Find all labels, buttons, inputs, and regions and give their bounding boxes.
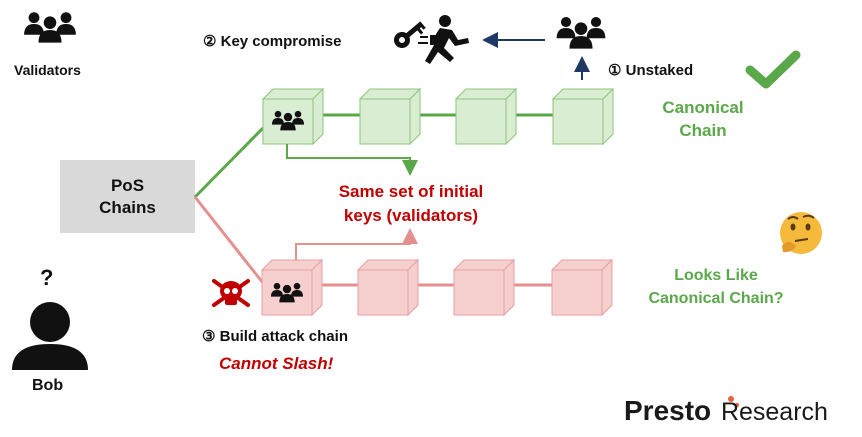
same-keys-line-1: Same set of initial <box>338 182 484 201</box>
validators-label: Validators <box>14 62 81 78</box>
key-compromise-label: ② Key compromise <box>203 33 342 50</box>
canonical-block-3 <box>454 87 518 146</box>
attack-block-2 <box>356 258 420 317</box>
presto-logo-mark <box>728 396 739 407</box>
branch-green-line <box>193 126 265 199</box>
attack-block-4 <box>550 258 614 317</box>
canonical-block-2 <box>358 87 422 146</box>
canonical-chain-blocks <box>261 87 615 146</box>
thinking-face-icon <box>780 212 822 254</box>
person-icon <box>12 302 88 370</box>
green-to-keys-arrow <box>286 144 418 176</box>
cannot-slash-label: Cannot Slash! <box>219 354 334 373</box>
pos-line-1: PoS <box>110 176 145 195</box>
validators-group-icon <box>24 12 76 43</box>
question-mark: ? <box>40 265 54 290</box>
key-icon <box>394 21 426 48</box>
logo-suffix: Research <box>720 398 828 426</box>
checkmark-icon <box>745 50 801 89</box>
running-man-icon <box>418 15 469 64</box>
looks-like-canonical-label: Looks Like Canonical Chain? <box>626 264 806 310</box>
unstaked-label: ① Unstaked <box>608 62 694 79</box>
logo-brand: Presto <box>624 395 712 426</box>
canonical-block-1 <box>261 87 325 146</box>
build-attack-label: ③ Build attack chain <box>202 328 348 345</box>
skull-crossbones-icon <box>212 279 250 307</box>
presto-logo: Presto Research <box>624 395 828 427</box>
red-to-keys-arrow <box>295 228 418 260</box>
canonical-line-1: Canonical <box>662 98 744 117</box>
pos-chains-box <box>60 160 195 233</box>
pos-line-2: Chains <box>99 198 156 217</box>
canonical-block-4 <box>551 87 615 146</box>
bob-label: Bob <box>32 377 64 394</box>
validators-group-icon <box>556 16 606 49</box>
same-keys-line-2: keys (validators) <box>343 206 479 225</box>
looks-like-line-1: Looks Like <box>674 267 758 284</box>
pos-chains-label: PoS Chains <box>60 175 195 219</box>
same-keys-label: Same set of initial keys (validators) <box>316 180 506 228</box>
canonical-chain-label: Canonical Chain <box>648 96 758 142</box>
looks-like-line-2: Canonical Chain? <box>648 290 784 307</box>
canonical-line-2: Chain <box>679 121 727 140</box>
branch-red-line <box>193 196 265 284</box>
attack-block-1 <box>260 258 324 317</box>
attack-chain-blocks <box>260 258 614 317</box>
attack-block-3 <box>452 258 516 317</box>
